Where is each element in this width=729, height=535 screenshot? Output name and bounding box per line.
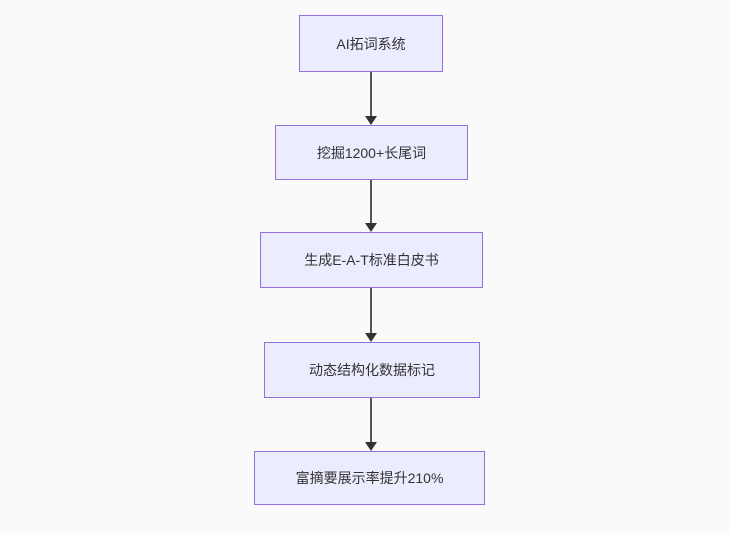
flow-arrow-4 — [364, 398, 378, 451]
flow-node-label: AI拓词系统 — [336, 35, 406, 52]
flow-arrow-3 — [364, 288, 378, 342]
flow-node-label: 动态结构化数据标记 — [309, 362, 435, 378]
arrow-down-icon — [365, 223, 377, 232]
flow-node-rich-snippet-rate: 富摘要展示率提升210% — [254, 451, 485, 505]
flow-node-longtail-keywords: 挖掘1200+长尾词 — [275, 125, 468, 180]
flow-node-label: 挖掘1200+长尾词 — [316, 144, 427, 161]
flow-arrow-1 — [364, 72, 378, 125]
flow-node-label: 富摘要展示率提升210% — [295, 470, 444, 486]
arrow-down-icon — [365, 442, 377, 451]
arrow-line — [370, 398, 372, 442]
flow-node-structured-data-markup: 动态结构化数据标记 — [264, 342, 480, 398]
arrow-line — [370, 288, 372, 333]
flow-node-ai-word-expansion-system: AI拓词系统 — [299, 15, 443, 72]
flow-node-eat-whitepaper: 生成E-A-T标准白皮书 — [260, 232, 483, 288]
arrow-down-icon — [365, 116, 377, 125]
flow-arrow-2 — [364, 180, 378, 232]
flow-node-label: 生成E-A-T标准白皮书 — [304, 252, 439, 268]
arrow-down-icon — [365, 333, 377, 342]
arrow-line — [370, 72, 372, 116]
arrow-line — [370, 180, 372, 223]
